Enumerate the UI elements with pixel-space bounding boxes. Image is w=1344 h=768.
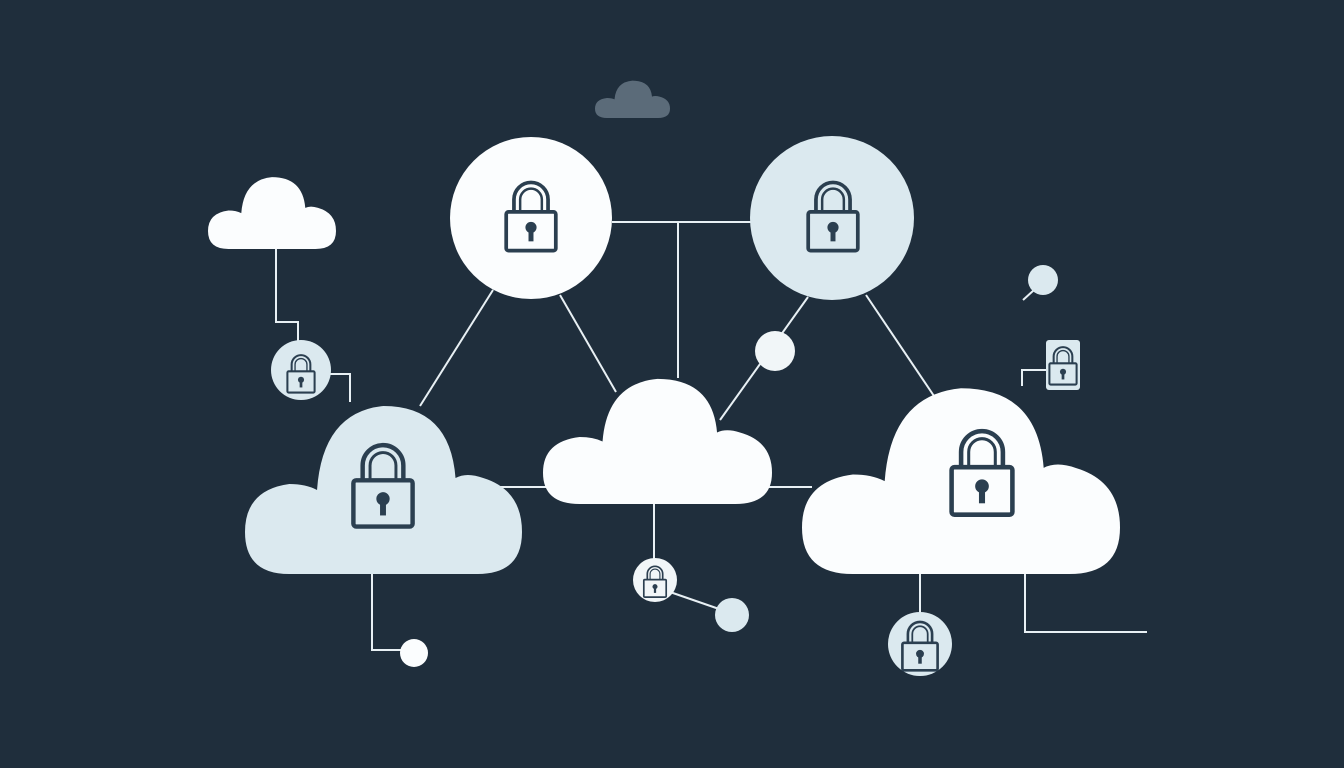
cloud-icon (543, 378, 772, 504)
connector-line (669, 591, 723, 611)
node-dot-icon (755, 331, 795, 371)
connector-line (371, 572, 404, 651)
connector-line (1024, 572, 1147, 633)
connector-line (328, 373, 351, 402)
small-cloud-icon (595, 80, 670, 118)
cloud-icon (802, 388, 1120, 574)
lock-node (750, 136, 914, 300)
connector-line (865, 294, 935, 397)
connector-line (275, 248, 299, 345)
connector-line (1021, 369, 1050, 386)
connector-line (419, 289, 494, 407)
node-dot-icon (1028, 265, 1058, 295)
lock-node (450, 137, 612, 299)
node-dot-icon (400, 639, 428, 667)
cloud-icon (245, 406, 522, 574)
cloud-icon (208, 177, 336, 249)
node-dot-icon (715, 598, 749, 632)
lock-node (271, 340, 331, 400)
connector-line (559, 294, 617, 393)
connector-line (1022, 289, 1035, 301)
connector-lines (275, 221, 1147, 651)
